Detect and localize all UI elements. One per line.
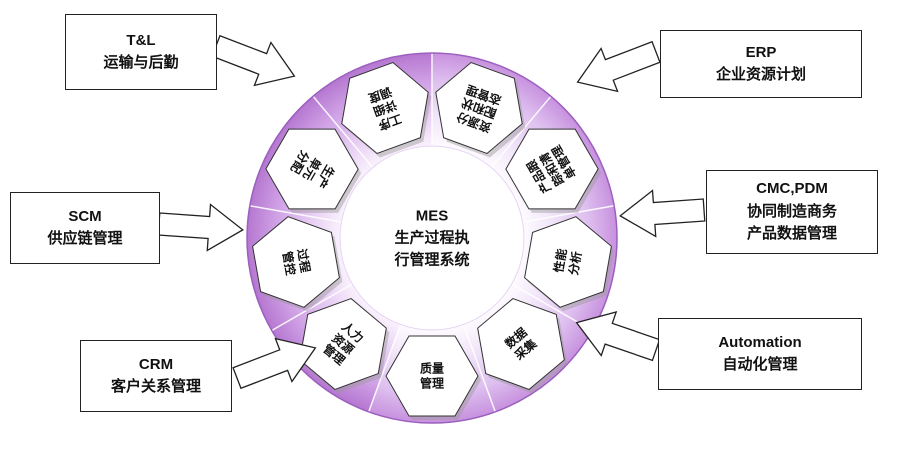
wheel-inner-circle xyxy=(339,145,525,331)
external-box-erp: ERP 企业资源计划 xyxy=(660,30,862,98)
arrow-scm-to-wheel xyxy=(157,203,244,252)
external-box-cmc-pdm: CMC,PDM 协同制造商务 产品数据管理 xyxy=(706,170,878,254)
wheel-outer-ring xyxy=(246,52,618,424)
arrow-automation-to-wheel xyxy=(575,311,661,362)
hexagon-product-tracking xyxy=(505,128,599,210)
hexagon-detailed-scheduling xyxy=(341,61,429,155)
arrow-crm-to-wheel xyxy=(232,337,317,390)
mes-center-label: MES 生产过程执 行管理系统 xyxy=(394,207,470,268)
hexagon-data-collection xyxy=(477,298,565,390)
function-hexagons xyxy=(252,61,612,417)
external-box-crm: CRM 客户关系管理 xyxy=(80,340,232,412)
external-box-scm: SCM 供应链管理 xyxy=(10,192,160,264)
hexagon-performance-analysis xyxy=(524,216,612,308)
arrow-erp-to-wheel xyxy=(576,40,661,93)
arrow-tl-to-wheel xyxy=(211,34,296,87)
hexagon-quality-management xyxy=(385,335,479,417)
external-box-tl: T&L 运输与后勤 xyxy=(65,14,217,90)
external-box-automation: Automation 自动化管理 xyxy=(658,318,862,390)
hexagon-resource-allocation xyxy=(435,61,523,155)
hexagon-process-management xyxy=(252,216,340,308)
arrow-cmcpdm-to-wheel xyxy=(619,189,706,238)
hexagon-labor-management xyxy=(299,298,387,390)
connector-arrows xyxy=(157,34,706,390)
hexagon-dispatching-units xyxy=(265,128,359,210)
